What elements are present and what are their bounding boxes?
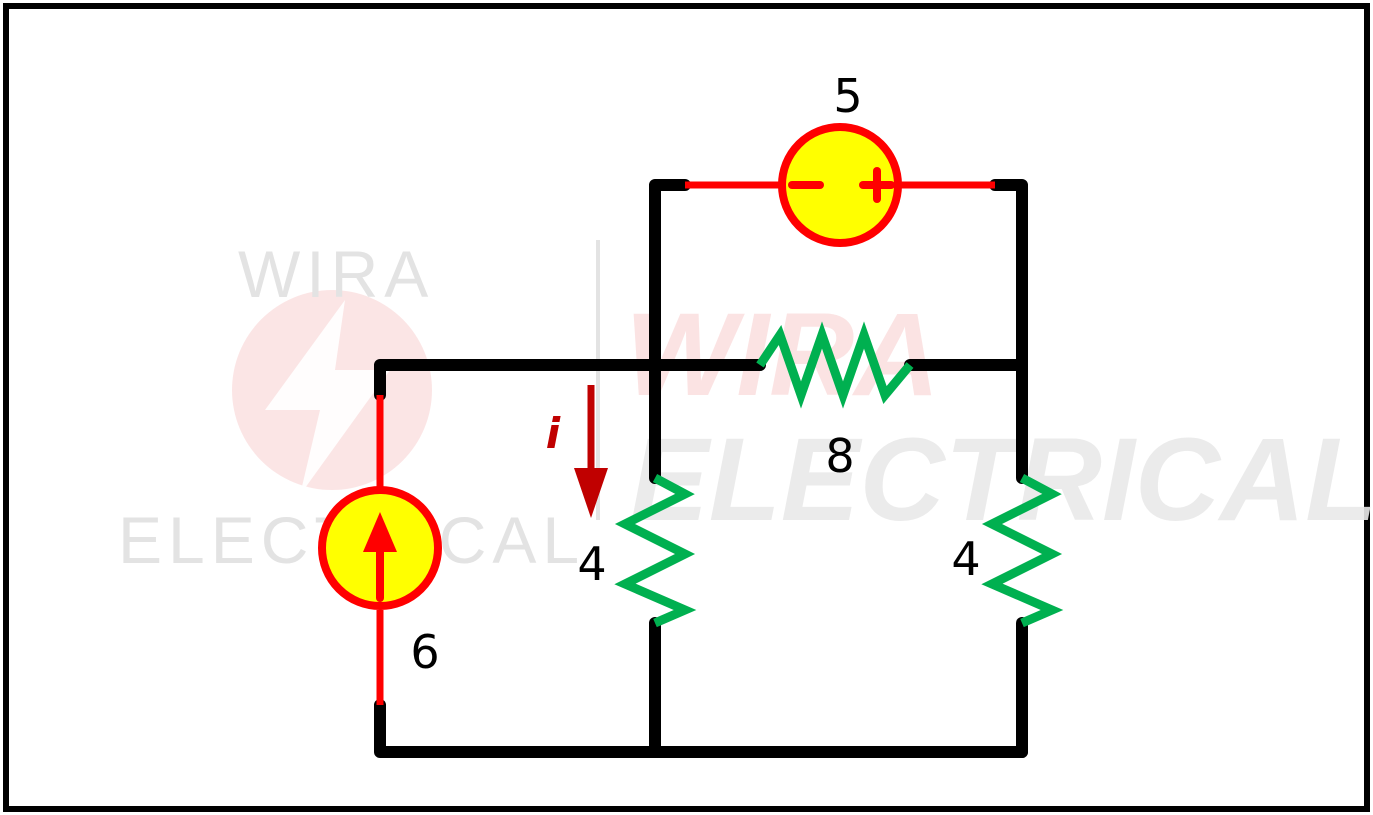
current-i-label: i (546, 409, 561, 458)
watermark-bolt-icon (265, 300, 390, 495)
wire-top-left (374, 359, 766, 401)
resistor-8: 8 (756, 321, 914, 483)
resistor-4-left-value: 4 (577, 537, 606, 591)
current-source-value: 6 (410, 625, 439, 679)
resistor-8-value: 8 (825, 429, 854, 483)
voltage-source-value: 5 (833, 69, 862, 123)
current-source: 6 (318, 395, 442, 705)
wire-left-bottom (374, 699, 1028, 758)
resistor-4-left-zigzag (614, 474, 697, 628)
diagram-frame (3, 3, 1370, 812)
resistor-4-left: 4 (577, 474, 697, 628)
wire-right-top (989, 179, 1028, 484)
current-i-arrow-down-icon (574, 468, 608, 518)
current-source-arrow-up-icon (363, 512, 397, 552)
voltage-source-body (778, 123, 902, 247)
wire-mid-vertical-top (649, 179, 691, 484)
watermark-logo-top: WIRA (238, 237, 434, 311)
resistor-8-zigzag (756, 321, 914, 409)
current-i-indicator: i (546, 385, 608, 518)
resistor-4-right: 4 (951, 474, 1064, 628)
wires (374, 179, 1028, 758)
resistor-4-right-zigzag (981, 474, 1064, 628)
resistor-4-right-value: 4 (951, 532, 980, 586)
voltage-source: 5 (685, 69, 995, 247)
